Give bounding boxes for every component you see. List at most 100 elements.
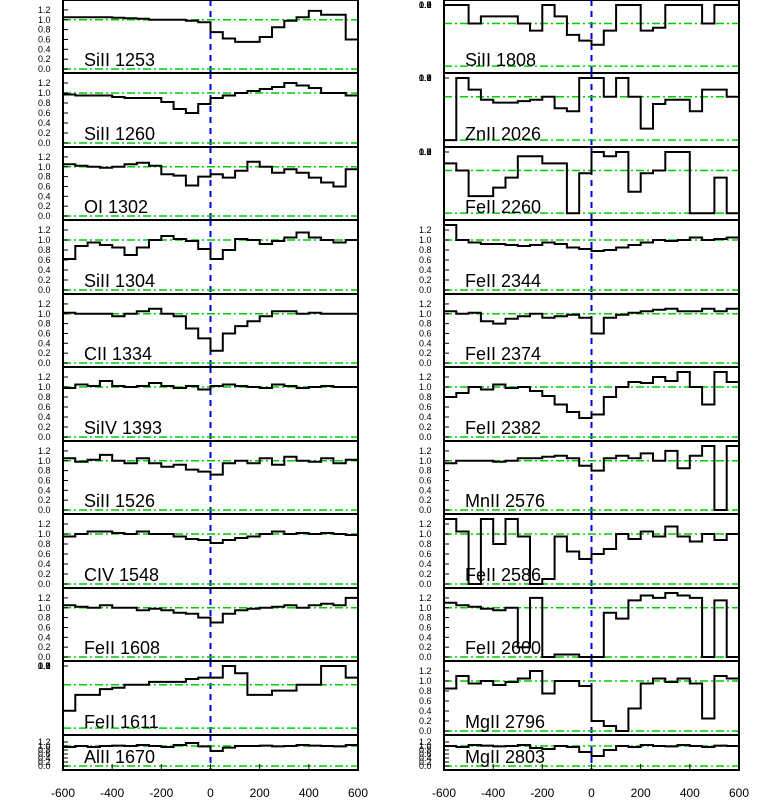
y-tick-label: 0.4 [419, 338, 432, 348]
y-tick-label: 0.6 [419, 749, 432, 759]
x-tick-label: -400 [481, 786, 505, 800]
y-tick-label: 1.0 [419, 309, 432, 319]
x-tick-label: 600 [729, 786, 749, 800]
line-label: MgII 2796 [465, 712, 545, 732]
y-tick-label: 0.8 [38, 319, 51, 329]
y-tick-label: 1.2 [38, 5, 51, 15]
line-label: OI 1302 [84, 197, 148, 217]
y-tick-label: 0.8 [419, 73, 432, 83]
y-tick-label: 0.0 [419, 432, 432, 442]
y-tick-label: 0.4 [419, 412, 432, 422]
flux-profile [63, 380, 358, 391]
y-tick-label: 1.2 [419, 372, 432, 382]
y-tick-label: 0.2 [38, 54, 51, 64]
y-tick-label: 0.8 [419, 0, 432, 10]
y-tick-label: 1.0 [38, 741, 51, 751]
y-tick-label: 0.6 [419, 402, 432, 412]
y-tick-label: 0.2 [419, 348, 432, 358]
y-tick-label: 1.2 [38, 299, 51, 309]
y-tick-label: 0.0 [419, 358, 432, 368]
y-tick-label: 0.4 [419, 706, 432, 716]
y-tick-label: 1.0 [38, 162, 51, 172]
y-tick-label: 1.2 [38, 737, 51, 747]
y-tick-label: 0.8 [419, 745, 432, 755]
flux-profile [63, 307, 358, 352]
line-label: FeII 1611 [84, 712, 159, 732]
y-tick-label: 0.6 [419, 255, 432, 265]
x-tick-label: 200 [631, 786, 651, 800]
y-tick-label: 0.8 [38, 25, 51, 35]
line-label: SiII 1526 [84, 491, 155, 511]
line-label: SiII 1253 [84, 50, 155, 70]
y-tick-label: 1.0 [419, 382, 432, 392]
x-tick-label: -200 [149, 786, 173, 800]
y-tick-label: 0.4 [419, 485, 432, 495]
y-tick-label: 0.6 [419, 328, 432, 338]
y-tick-label: 0.6 [419, 475, 432, 485]
y-tick-label: 0.4 [38, 191, 51, 201]
line-label: CIV 1548 [84, 565, 159, 585]
flux-profile [63, 453, 358, 476]
y-tick-label: 0.8 [38, 745, 51, 755]
y-tick-label: 0.4 [38, 559, 51, 569]
y-tick-label: 0.8 [419, 686, 432, 696]
y-tick-label: 0.2 [38, 422, 51, 432]
y-tick-label: 0.6 [419, 622, 432, 632]
y-tick-label: 0.8 [419, 466, 432, 476]
y-tick-label: 1.0 [38, 235, 51, 245]
spectrum-panel: 0.00.20.40.60.81.01.2OI 1302 [38, 146, 359, 221]
y-tick-label: 0.0 [38, 652, 51, 662]
y-tick-label: 1.2 [419, 737, 432, 747]
y-tick-label: 0.6 [38, 402, 51, 412]
x-tick-label: -600 [432, 786, 456, 800]
y-tick-label: 0.9 [419, 147, 432, 157]
y-tick-label: 0.8 [419, 613, 432, 623]
y-tick-label: 1.0 [419, 676, 432, 686]
y-tick-label: 0.8 [419, 392, 432, 402]
y-tick-label: 0.2 [38, 495, 51, 505]
y-tick-label: 0.6 [38, 255, 51, 265]
flux-profile [63, 530, 358, 544]
y-tick-label: 1.0 [419, 73, 432, 83]
y-tick-label: 1.2 [419, 225, 432, 235]
y-tick-label: 0.8 [419, 147, 432, 157]
x-tick-label: 400 [299, 786, 319, 800]
flux-profile [63, 665, 358, 712]
y-tick-label: 0.9 [419, 73, 432, 83]
y-tick-label: 0.6 [38, 622, 51, 632]
flux-profile [444, 371, 739, 419]
x-tick-label: 0 [588, 786, 595, 800]
y-tick-label: 0.8 [419, 245, 432, 255]
y-tick-label: 0.0 [419, 761, 432, 771]
y-tick-label: 1.2 [419, 519, 432, 529]
y-tick-label: 0.2 [419, 569, 432, 579]
y-tick-label: 0.6 [38, 108, 51, 118]
y-tick-label: 0.4 [419, 753, 432, 763]
y-tick-label: 1.0 [38, 456, 51, 466]
line-label: MnII 2576 [465, 491, 545, 511]
y-tick-label: 1.2 [419, 666, 432, 676]
y-tick-label: 0.4 [38, 485, 51, 495]
y-tick-label: 0.0 [38, 211, 51, 221]
flux-profile [63, 596, 358, 624]
y-tick-label: 0.8 [38, 392, 51, 402]
flux-profile [63, 742, 358, 752]
y-tick-label: 0.6 [38, 181, 51, 191]
y-tick-label: 1.1 [419, 73, 432, 83]
y-tick-label: 1.2 [419, 593, 432, 603]
y-tick-label: 0.8 [38, 98, 51, 108]
flux-profile [444, 77, 739, 142]
